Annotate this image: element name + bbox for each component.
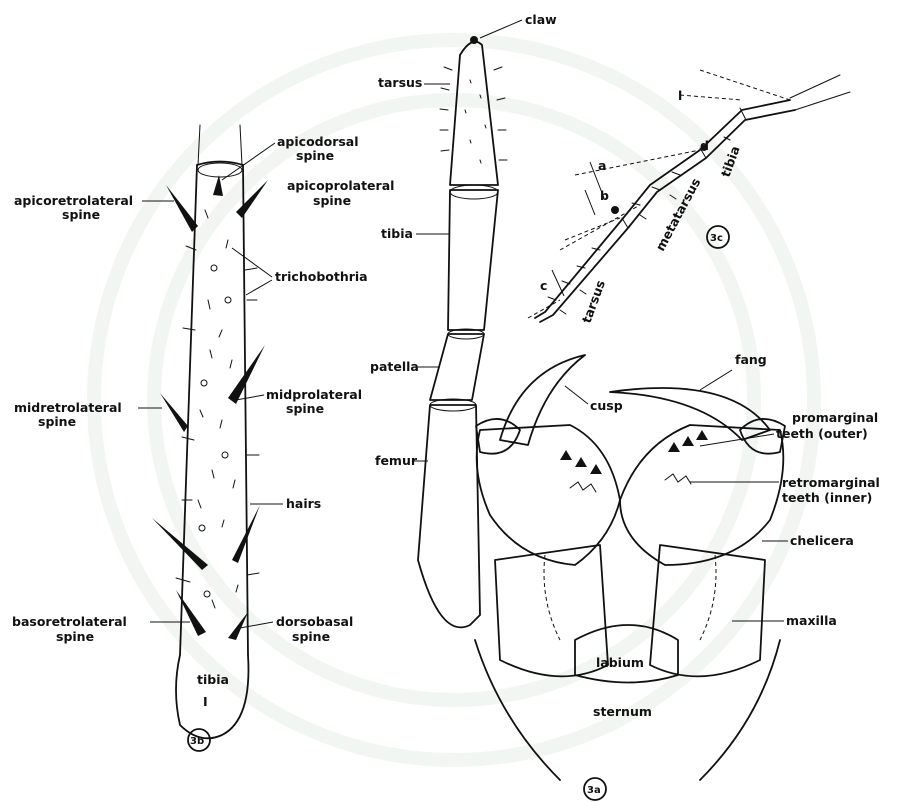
label-maxilla: maxilla <box>786 613 837 628</box>
femur-segment <box>418 405 480 627</box>
label-basoretrolateral: basoretrolateral <box>12 614 127 629</box>
dim-l: l <box>678 88 682 103</box>
tarsus-segment <box>450 42 498 185</box>
dim-d: d <box>700 138 709 153</box>
label-apicodorsal-2: spine <box>296 148 334 163</box>
label-retromarginal: retromarginal <box>782 475 880 490</box>
left-maxilla <box>495 545 608 676</box>
label-retromarginal-2: teeth (inner) <box>782 490 872 505</box>
apicodorsal-spine <box>213 175 223 196</box>
tibia-segment <box>448 190 498 330</box>
label-labium: labium <box>596 655 644 670</box>
left-chelicera <box>477 425 620 565</box>
label-chelicera: chelicera <box>790 533 854 548</box>
fig3b-segment-numeral: I <box>203 694 208 709</box>
label-trichobothria: trichobothria <box>275 269 368 284</box>
fig3b-segment-label: tibia <box>197 672 229 687</box>
label-sternum: sternum <box>593 704 652 719</box>
figure-3a: labium sternum claw tarsus tibia patella… <box>370 12 880 800</box>
label-apicoretrolateral: apicoretrolateral <box>14 193 133 208</box>
left-fang <box>500 355 585 445</box>
label-midprolateral-2: spine <box>286 401 324 416</box>
label-dorsobasal-2: spine <box>292 629 330 644</box>
label-promarginal-2: teeth (outer) <box>776 426 868 441</box>
label-claw: claw <box>525 12 557 27</box>
label-dorsobasal: dorsobasal <box>276 614 353 629</box>
label-midretrolateral: midretrolateral <box>14 400 122 415</box>
label-patella: patella <box>370 359 419 374</box>
label-apicoretrolateral-2: spine <box>62 207 100 222</box>
fig3b-badge: 3b <box>190 736 204 747</box>
apicoretrolateral-spine <box>166 185 198 232</box>
midprolateral-spine <box>228 345 265 404</box>
label-apicoprolateral: apicoprolateral <box>287 178 394 193</box>
label-tarsus: tarsus <box>378 75 422 90</box>
midretrolateral-spine <box>160 393 188 432</box>
label-midretrolateral-2: spine <box>38 414 76 429</box>
label-basoretrolateral-2: spine <box>56 629 94 644</box>
fig3c-badge: 3c <box>710 233 723 244</box>
label-cusp: cusp <box>590 398 623 413</box>
label-tibia: tibia <box>381 226 413 241</box>
label-hairs: hairs <box>286 496 321 511</box>
label-midprolateral: midprolateral <box>266 387 362 402</box>
label-3c-tarsus: tarsus <box>579 278 608 325</box>
label-apicodorsal: apicodorsal <box>277 134 359 149</box>
label-promarginal: promarginal <box>792 410 878 425</box>
label-fang: fang <box>735 352 767 367</box>
label-femur: femur <box>375 453 418 468</box>
fig3a-badge: 3a <box>587 785 601 796</box>
dim-b: b <box>600 188 609 203</box>
dim-a: a <box>598 158 606 173</box>
label-apicoprolateral-2: spine <box>313 193 351 208</box>
dim-c: c <box>540 278 547 293</box>
